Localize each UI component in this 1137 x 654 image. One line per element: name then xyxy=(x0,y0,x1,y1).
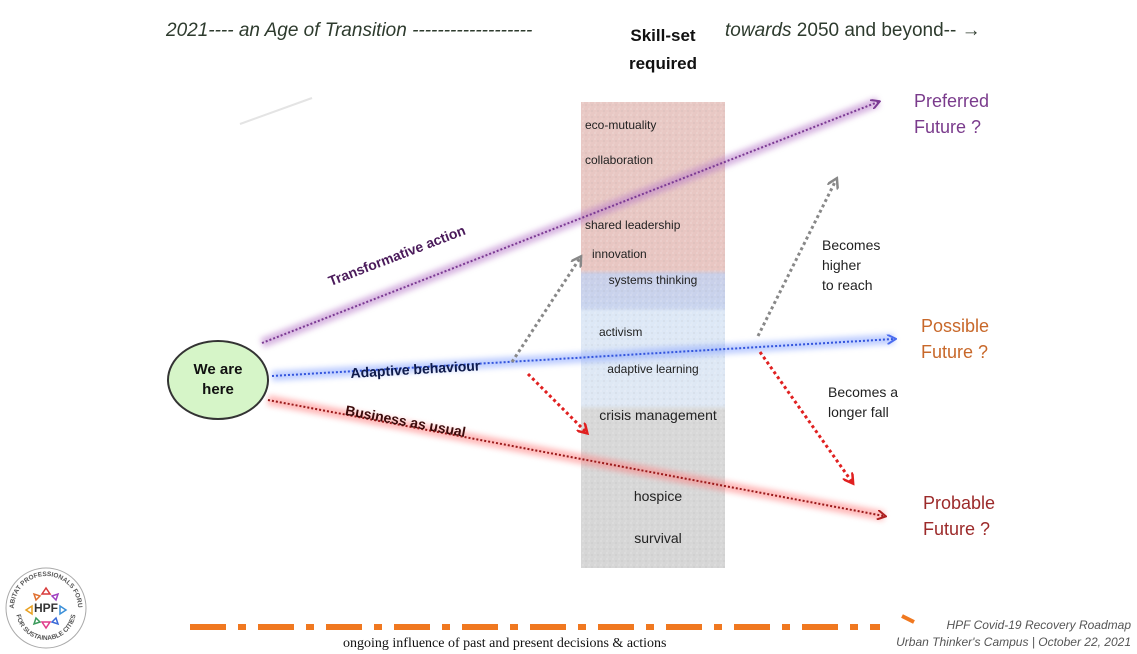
logo-arrow-icon xyxy=(24,604,33,616)
start-line1: We are xyxy=(193,361,243,378)
note-longer: Becomes a longer fall xyxy=(828,382,898,422)
skill-collaboration: collaboration xyxy=(585,153,654,167)
logo-arrow-icon xyxy=(32,616,42,626)
skill-hospice: hospice xyxy=(633,488,683,504)
hpf-logo: HABITAT PROFESSIONALS FORUM FOR SUSTAINA… xyxy=(4,566,87,649)
business-path xyxy=(267,399,884,516)
skill-shared-leadership: shared leadership xyxy=(585,218,681,232)
fall-arrow-left xyxy=(526,372,586,432)
faint-arrow xyxy=(239,97,313,125)
influence-caption: ongoing influence of past and present de… xyxy=(343,636,667,651)
skillset-title-line1: Skill-set xyxy=(630,26,696,45)
influence-arrow-tip xyxy=(901,614,915,624)
future-probable-line2: Future ? xyxy=(923,519,991,539)
footer-event: Urban Thinker's Campus | October 22, 202… xyxy=(896,635,1131,649)
skillset-title-line2: required xyxy=(628,54,698,73)
skill-innovation: innovation xyxy=(592,247,647,261)
logo-arrow-icon xyxy=(32,592,42,602)
header-left-text: ---- an Age of Transition --------------… xyxy=(208,20,533,41)
skillset-column-texture xyxy=(581,102,725,568)
skill-eco-mutuality: eco-mutuality xyxy=(585,118,657,132)
footer-roadmap: HPF Covid-19 Recovery Roadmap xyxy=(946,618,1131,632)
note-higher-1: Becomes xyxy=(822,237,881,253)
skill-crisis-management: crisis management xyxy=(599,407,717,423)
note-longer-2: longer fall xyxy=(828,404,889,420)
future-preferred: Preferred Future ? xyxy=(914,88,989,140)
logo-arrow-icon xyxy=(50,592,60,602)
logo-arrow-icon xyxy=(50,616,60,626)
future-possible: Possible Future ? xyxy=(921,313,989,365)
start-label: We are here xyxy=(183,360,253,400)
fall-arrow-right xyxy=(758,351,852,482)
future-preferred-line1: Preferred xyxy=(914,91,990,111)
logo-arrow-icon xyxy=(40,586,52,595)
skill-adaptive-learning: adaptive learning xyxy=(607,362,699,376)
future-possible-line2: Future ? xyxy=(921,342,989,362)
skillset-title: Skill-set required xyxy=(598,22,728,78)
note-longer-1: Becomes a xyxy=(828,384,899,400)
future-probable: Probable Future ? xyxy=(923,490,995,542)
note-higher: Becomes higher to reach xyxy=(822,235,880,295)
skill-survival: survival xyxy=(634,530,682,546)
header-year: 2021 xyxy=(166,20,209,41)
start-bubble: We are here xyxy=(167,340,269,420)
note-higher-3: to reach xyxy=(822,277,873,293)
future-possible-line1: Possible xyxy=(921,316,990,336)
rise-arrow-right xyxy=(756,180,836,337)
logo-center: HPF xyxy=(34,601,58,615)
logo-arrow-icon xyxy=(59,604,68,616)
header-right: towards 2050 and beyond-- → xyxy=(725,20,981,42)
skill-activism: activism xyxy=(599,325,643,339)
future-probable-line1: Probable xyxy=(923,493,996,513)
start-line2: here xyxy=(202,381,234,398)
header-towards: towards xyxy=(725,20,792,41)
note-higher-2: higher xyxy=(822,257,861,273)
future-preferred-line2: Future ? xyxy=(914,117,982,137)
header-right-text: 2050 and beyond-- → xyxy=(791,20,981,41)
footer-credit: HPF Covid-19 Recovery Roadmap Urban Thin… xyxy=(896,617,1131,651)
skill-systems-thinking: systems thinking xyxy=(608,273,698,287)
logo-arrow-icon xyxy=(40,621,52,630)
header-left: 2021---- an Age of Transition ----------… xyxy=(166,20,532,42)
rise-arrow-left xyxy=(510,258,580,363)
